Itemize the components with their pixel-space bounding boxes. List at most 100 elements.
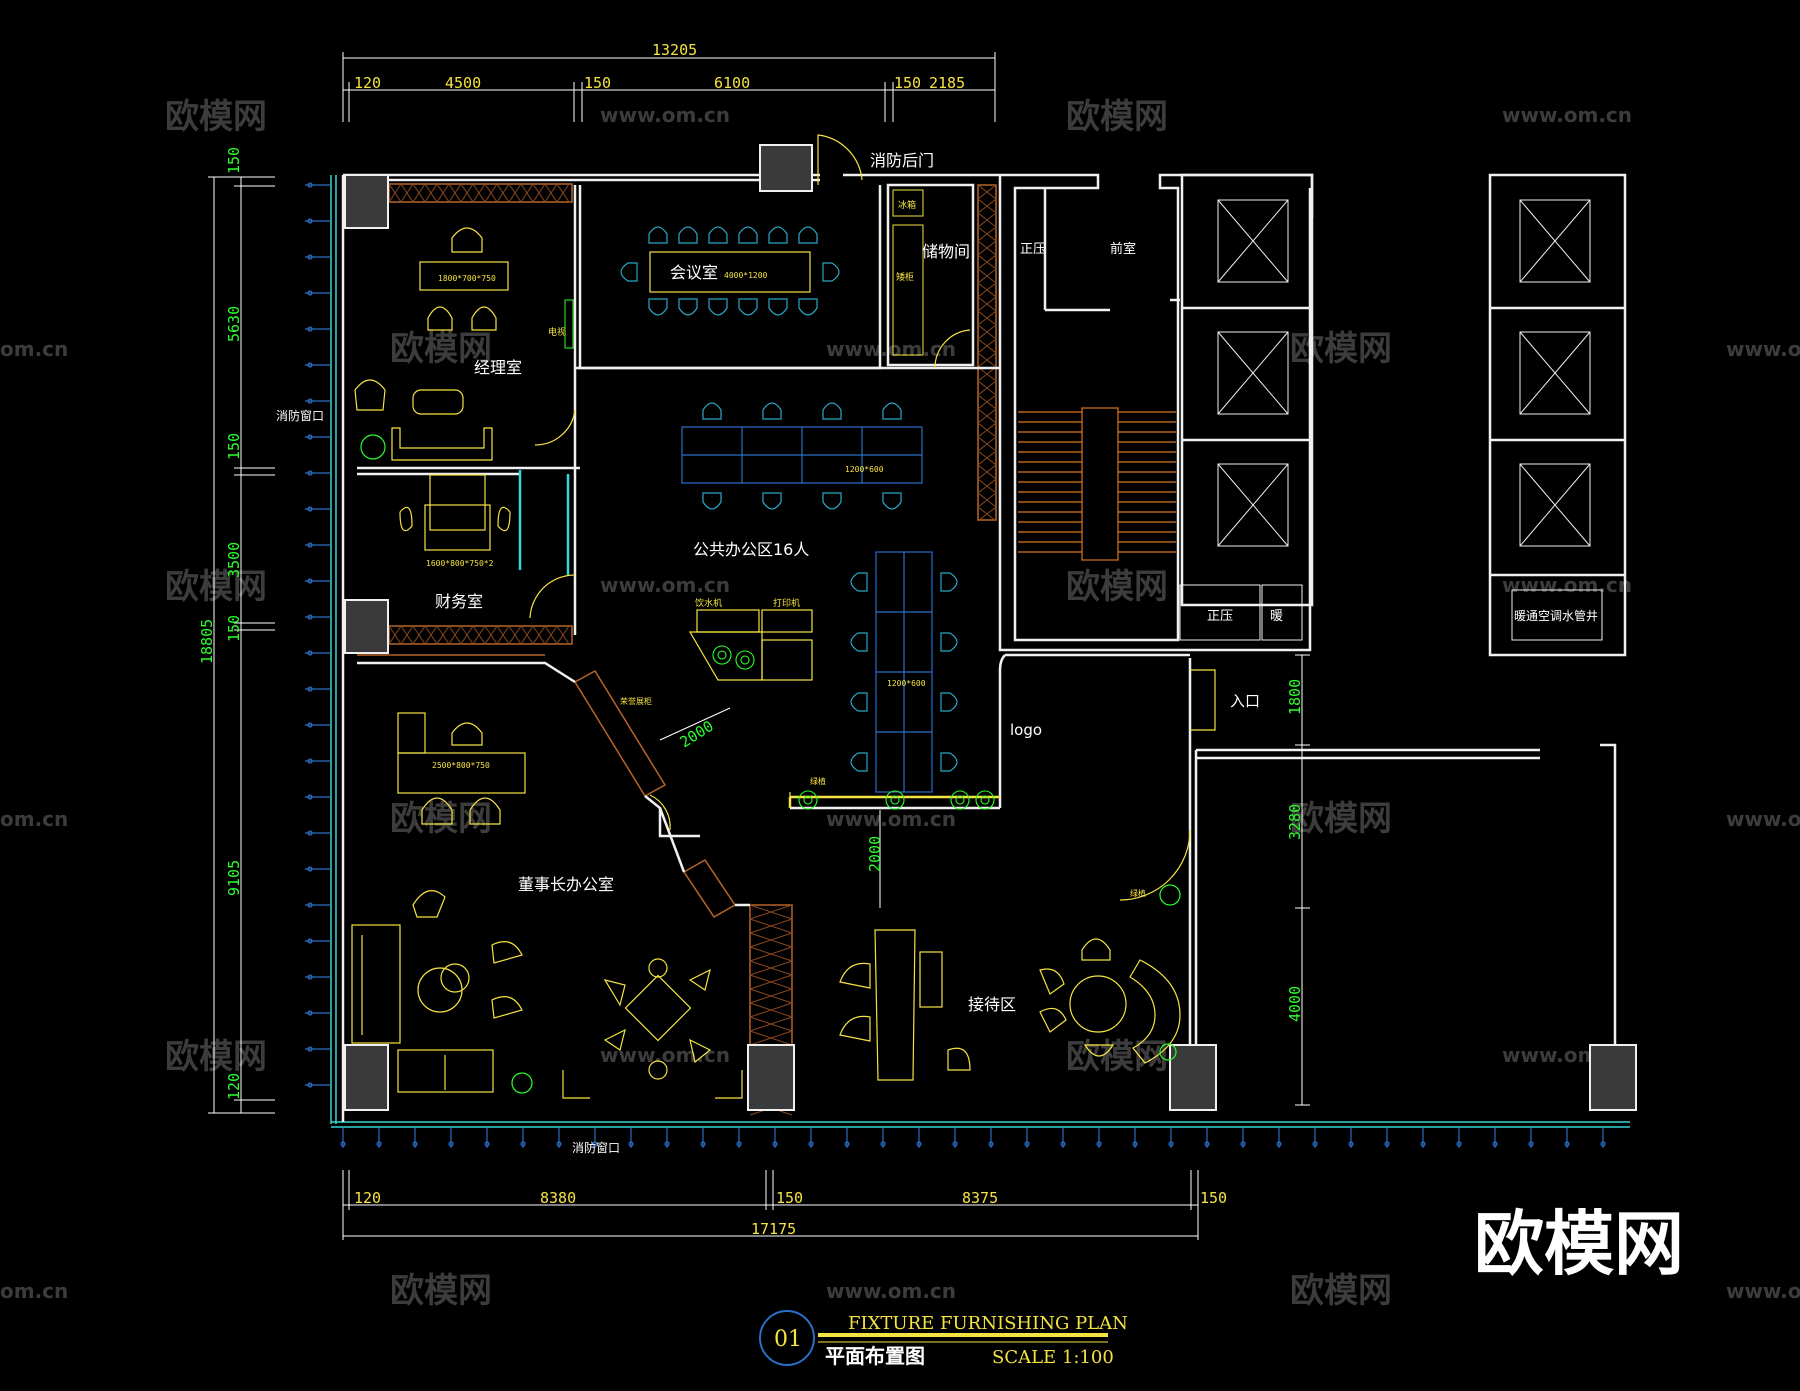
hatch-line [977,394,997,410]
title-chinese: 平面布置图 [825,1344,925,1368]
window-marker [307,974,313,980]
watermarks: 欧模网 www.om.cn 欧模网 www.om.cn om.cn 欧模网 ww… [0,97,1800,1311]
window-marker [307,506,313,512]
room-label-hvac-shaft: 暖通空调水管井 [1514,608,1598,623]
core-labels: 前室 正压 正压 暖 暖通空调水管井 入口 消防窗口 消防窗口 [276,241,1598,1155]
room-label-front-room: 前室 [1110,241,1136,257]
chair-icon [648,298,668,316]
watermark-brand: 欧模网 [165,1037,267,1077]
window-marker [307,218,313,224]
window-marker [307,578,313,584]
window-marker [307,434,313,440]
dim-bottom-total: 17175 [751,1220,796,1238]
plant-icon [712,645,732,665]
chair-icon [940,692,958,712]
fridge-label: 冰箱 [898,199,916,211]
watermark-brand: 欧模网 [165,567,267,607]
hatch-line [977,268,997,284]
hatch-line [508,183,522,203]
chair-icon [762,402,782,420]
window-marker [1024,1141,1030,1147]
window-marker [307,650,313,656]
watermark-url: www.om.cn [1726,807,1800,831]
window-marker [1456,1141,1462,1147]
window-marker [520,1141,526,1147]
window-marker [952,1141,958,1147]
window-marker [1276,1141,1282,1147]
room-label-fire-window: 消防窗口 [572,1140,620,1155]
window-marker [307,830,313,836]
hatch-line [532,183,546,203]
watermark-url: www.om.cn [1502,103,1632,127]
title-block: 01 FIXTURE FURNISHING PLAN 平面布置图 SCALE 1… [759,1310,1128,1368]
window-marker [307,326,313,332]
chair-icon [940,572,958,592]
reception-labels: 接待区 [968,995,1016,1014]
watermark-brand: 欧模网 [390,799,492,839]
dim-left-segment: 3500 [225,542,243,578]
chair-icon [702,402,722,420]
window-marker [307,254,313,260]
cabinet-label: 矮柜 [896,271,914,283]
window-marker [1168,1141,1174,1147]
hatch-line [977,226,997,242]
hatch-line [977,240,997,256]
dim-right-segment: 3280 [1286,804,1304,840]
title-number: 01 [774,1327,802,1352]
window-marker [1204,1141,1210,1147]
hatch-line [749,974,793,990]
hatch-line [977,366,997,382]
honor-cabinet-label: 荣誉展柜 [620,696,652,706]
stairs [1018,407,1176,561]
hatch-line [388,625,402,645]
printer-label: 打印机 [773,597,800,609]
finance-desk-size: 1600*800*750*2 [426,559,494,568]
dim-top-segment: 150 [894,74,921,92]
chair-icon [620,262,638,282]
dim-bottom-segment: 150 [776,1189,803,1207]
left-dimension-labels: 18805 150 5630 150 3500 150 9105 120 [198,147,243,1100]
room-label-pressure: 正压 [1207,609,1233,624]
window-marker [1312,1141,1318,1147]
hatch-line [977,198,997,214]
hatch-line [448,183,462,203]
chair-icon [850,572,868,592]
chair-icon [940,632,958,652]
chair-icon [708,226,728,244]
bottom-dimensions [342,1170,1199,1240]
hatch-line [556,183,570,203]
plant-icon [975,790,995,810]
hatch-line [749,1016,793,1032]
window-marker [1600,1141,1606,1147]
hatch-line [977,338,997,354]
hatch-line [977,450,997,466]
columns [344,144,1637,1111]
dim-left-segment: 120 [225,1073,243,1100]
window-marker [556,1141,562,1147]
hatch-line [472,625,486,645]
doors [529,134,1216,901]
hatch-line [977,478,997,494]
watermark-url: www.om.cn [1726,337,1800,361]
inner-dimensions [659,654,1310,1106]
window-marker [1420,1141,1426,1147]
chairman-room-labels: 2500*800*750 董事长办公室 [432,761,614,894]
hatch-line [977,352,997,368]
watermark-brand: 欧模网 [1290,1271,1392,1311]
hatch-line [424,625,438,645]
dim-top-segment: 150 [584,74,611,92]
hatch-line [977,310,997,326]
public-office-furniture [681,402,995,810]
chair-icon [882,402,902,420]
room-label-finance: 财务室 [435,592,483,611]
walls [341,173,1627,1122]
window-marker [307,398,313,404]
hatch-line [400,183,414,203]
room-label-storage: 储物间 [922,242,970,261]
chair-icon [708,298,728,316]
hatch-line [749,932,793,948]
office-desk-size-b: 1200*600 [887,679,926,688]
window-marker [808,1141,814,1147]
room-label-entrance: 入口 [1230,692,1260,710]
window-marker [772,1141,778,1147]
